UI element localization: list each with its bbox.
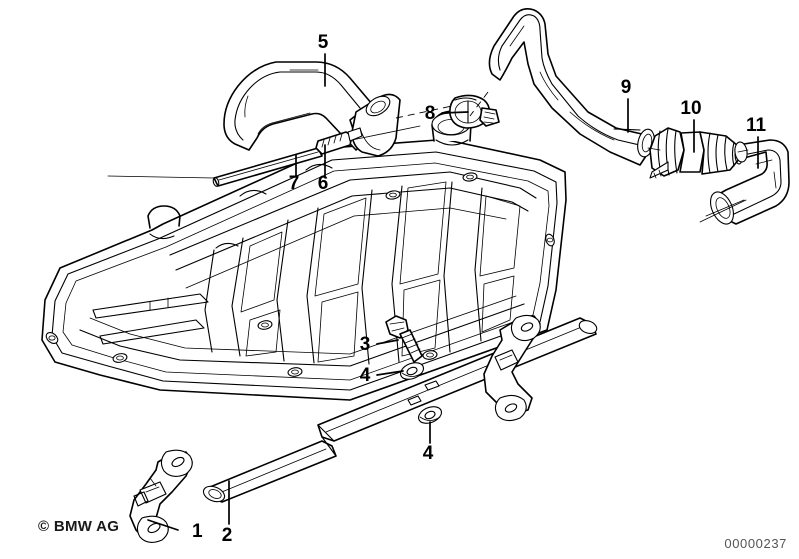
guide-9-to-10 <box>647 147 661 151</box>
guide-11-axis <box>699 199 747 223</box>
part-10-crankcase-vent-valve <box>649 127 744 179</box>
copyright-block: © BMW AG <box>38 518 119 535</box>
guide-9-to-8 <box>469 91 489 117</box>
guide-5-to-8 <box>395 105 453 119</box>
callout-7: 7 <box>289 173 300 194</box>
callout-4-upper: 4 <box>360 365 371 386</box>
callout-3: 3 <box>360 334 371 355</box>
leader-8 <box>441 111 469 114</box>
part-number: 00000237 <box>724 536 787 551</box>
part-4-washer-upper <box>399 362 425 380</box>
callout-layer: 1 2 3 4 4 5 6 7 8 9 10 11 <box>147 32 767 546</box>
part-11-elbow-hose <box>705 139 790 225</box>
part-9-vent-hose-long <box>488 8 655 166</box>
callout-8: 8 <box>425 103 436 124</box>
leader-3 <box>376 339 399 345</box>
alignment-guides <box>107 91 749 223</box>
guide-7-axis <box>107 175 215 179</box>
guide-6-axis <box>351 125 421 141</box>
callout-11: 11 <box>746 115 767 136</box>
part-number-block: 00000237 <box>724 536 787 551</box>
callout-2: 2 <box>222 525 233 546</box>
callout-9: 9 <box>621 77 632 98</box>
leader-4-upper <box>376 370 404 376</box>
copyright-text: © BMW AG <box>38 518 119 535</box>
part-5-hose-cuff <box>351 93 401 157</box>
part-1-mounting-bracket-left <box>129 449 193 543</box>
part-3-hex-bolt <box>385 315 423 363</box>
cylinder-head-cover <box>41 110 567 401</box>
part-7-connector-pipe <box>212 147 323 187</box>
callout-10: 10 <box>680 98 701 119</box>
part-4-washer-lower <box>417 406 443 424</box>
callout-4-lower: 4 <box>423 443 434 464</box>
callout-6: 6 <box>318 173 329 194</box>
guide-10-to-11 <box>737 149 749 153</box>
callout-5: 5 <box>318 32 329 53</box>
callout-1: 1 <box>192 521 203 542</box>
pipe-clamp-bracket-right <box>483 314 541 422</box>
leader-1 <box>147 519 179 531</box>
